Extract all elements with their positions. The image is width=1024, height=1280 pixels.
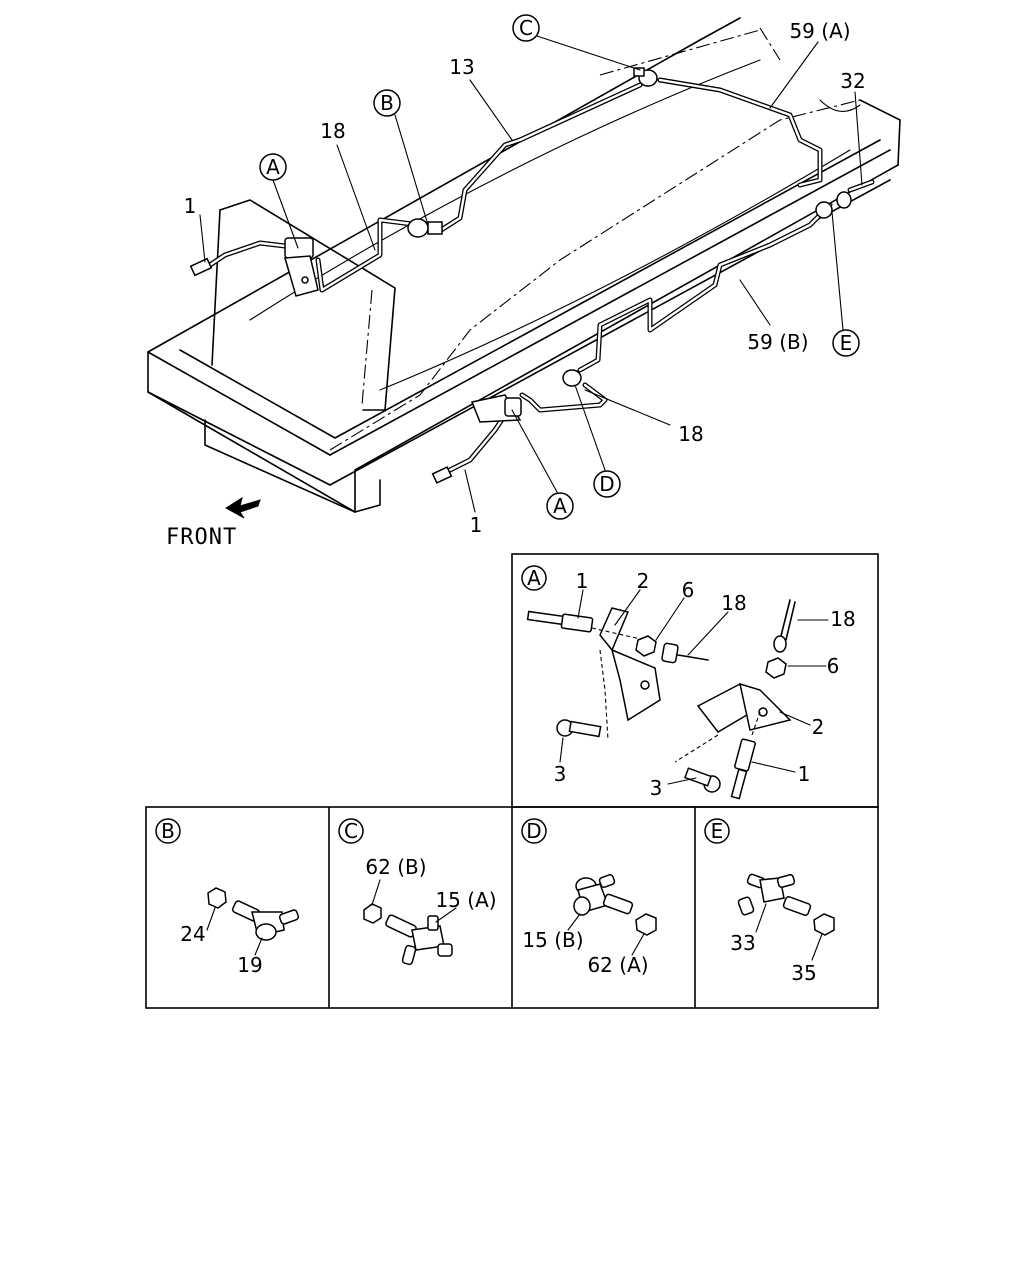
detail-c-label-62b: 62 (B) <box>365 855 426 879</box>
main-callout-a-upper: A <box>259 153 287 181</box>
part-label-1-lower: 1 <box>470 513 483 537</box>
detail-a-label-6-right: 6 <box>827 654 840 678</box>
part-label-59a: 59 (A) <box>789 19 850 43</box>
detail-grid <box>145 553 879 1009</box>
part-label-13: 13 <box>449 55 474 79</box>
detail-e-label-35: 35 <box>791 961 816 985</box>
detail-b-panel: B 24 19 <box>155 818 300 977</box>
detail-b-label-19: 19 <box>237 953 262 977</box>
main-leaders <box>199 35 863 513</box>
detail-a-label-3-left: 3 <box>554 762 567 786</box>
detail-d-label-15b: 15 (B) <box>522 928 583 952</box>
main-callout-e: E <box>832 329 860 357</box>
detail-e-callout: E <box>711 819 724 843</box>
part-label-32: 32 <box>840 69 865 93</box>
detail-b-callout: B <box>161 819 175 843</box>
part-label-1-upper: 1 <box>184 194 197 218</box>
detail-d-callout: D <box>526 819 541 843</box>
callout-a-upper-label: A <box>266 155 280 179</box>
detail-c-panel: C 62 (B) 15 (A) <box>338 818 497 966</box>
detail-a-panel: A <box>521 565 856 800</box>
detail-e-label-33: 33 <box>730 931 755 955</box>
fuel-pipes <box>207 77 875 473</box>
chassis-frame <box>147 17 901 513</box>
main-fittings <box>189 67 852 484</box>
detail-a-label-3-bottom: 3 <box>650 776 663 800</box>
main-callout-d: D <box>593 470 621 498</box>
part-label-59b: 59 (B) <box>747 330 808 354</box>
detail-c-callout: C <box>344 819 358 843</box>
detail-c-label-15a: 15 (A) <box>435 888 496 912</box>
detail-d-label-62a: 62 (A) <box>587 953 648 977</box>
detail-d-panel: D 15 (B) 62 (A) <box>521 818 657 977</box>
callout-b-label: B <box>380 91 394 115</box>
callout-a-lower-label: A <box>553 494 567 518</box>
detail-a-label-2-right: 2 <box>812 715 825 739</box>
detail-a-label-6-top: 6 <box>682 578 695 602</box>
detail-a-label-18-top: 18 <box>721 591 746 615</box>
main-callout-b: B <box>373 89 401 117</box>
callout-c-label: C <box>519 16 533 40</box>
detail-e-panel: E 33 35 <box>704 818 835 985</box>
detail-a-callout: A <box>527 566 541 590</box>
detail-a-label-1-right: 1 <box>798 762 811 786</box>
detail-a-label-2-top: 2 <box>637 569 650 593</box>
detail-b-label-24: 24 <box>180 922 205 946</box>
main-callout-c: C <box>512 14 540 42</box>
fuel-tank <box>211 199 396 411</box>
callout-d-label: D <box>599 472 614 496</box>
callout-e-label: E <box>840 331 853 355</box>
part-label-18-upper: 18 <box>320 119 345 143</box>
main-callout-a-lower: A <box>546 492 574 520</box>
detail-a-label-1-top: 1 <box>576 569 589 593</box>
detail-a-label-18-right: 18 <box>830 607 855 631</box>
front-label: FRONT <box>166 525 237 550</box>
front-arrow-icon <box>225 496 261 519</box>
part-label-18-lower: 18 <box>678 422 703 446</box>
